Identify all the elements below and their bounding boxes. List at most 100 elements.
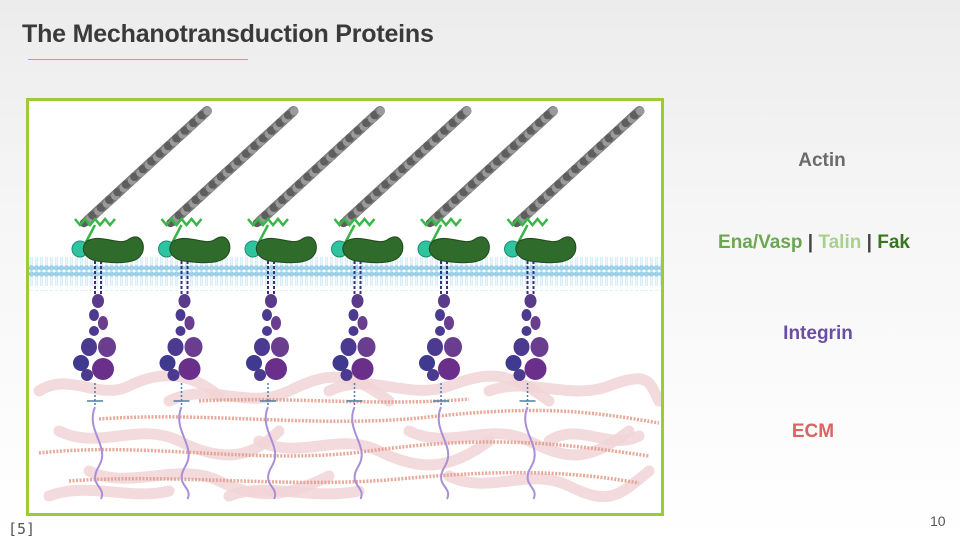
integrin-beta-head bbox=[271, 337, 289, 357]
actin-subunit bbox=[596, 141, 605, 151]
actin-subunit bbox=[130, 172, 139, 181]
integrin-beta-head bbox=[98, 337, 116, 357]
integrin-domain bbox=[81, 369, 93, 381]
actin-subunit bbox=[345, 134, 354, 143]
actin-subunit bbox=[431, 134, 441, 143]
actin-subunit bbox=[549, 107, 558, 116]
title-underline bbox=[28, 59, 248, 60]
actin-subunit bbox=[183, 203, 192, 212]
integrin-alpha-head bbox=[340, 338, 357, 356]
ecm-fiber bbox=[38, 440, 650, 458]
integrin-domain bbox=[513, 369, 526, 381]
complex-layer bbox=[71, 106, 645, 500]
actin-subunit bbox=[347, 211, 357, 220]
actin-subunit bbox=[289, 107, 299, 116]
actin-subunit bbox=[554, 180, 563, 189]
actin-subunit bbox=[635, 107, 645, 116]
integrin-domain bbox=[89, 309, 99, 321]
integrin-domain bbox=[340, 369, 353, 381]
fibronectin-strand bbox=[178, 406, 190, 500]
actin-subunit bbox=[579, 157, 588, 166]
integrin-domain bbox=[438, 294, 450, 308]
actin-subunit bbox=[535, 118, 544, 128]
actin-subunit bbox=[356, 203, 365, 212]
actin-subunit bbox=[189, 118, 198, 128]
actin-subunit bbox=[389, 172, 399, 181]
talin-protein bbox=[160, 217, 203, 227]
actin-subunit bbox=[180, 126, 189, 135]
actin-subunit bbox=[216, 172, 226, 181]
integrin-domain bbox=[348, 309, 359, 321]
actin-subunit bbox=[283, 111, 293, 120]
actin-subunit bbox=[398, 164, 407, 174]
actin-subunit bbox=[562, 172, 572, 181]
citation: [5] bbox=[8, 520, 36, 538]
actin-subunit bbox=[88, 211, 97, 220]
integrin-beta-head bbox=[184, 337, 203, 357]
actin-subunit bbox=[320, 157, 329, 166]
integrin-beta-head bbox=[178, 358, 201, 380]
actin-subunit bbox=[275, 118, 284, 128]
integrin-beta-head bbox=[351, 358, 374, 380]
integrin-domain bbox=[175, 309, 186, 321]
actin-subunit bbox=[336, 141, 346, 151]
integrin-domain bbox=[265, 294, 277, 308]
integrin-alpha-head bbox=[159, 355, 176, 371]
actin-subunit bbox=[208, 180, 217, 189]
integrin-beta-head bbox=[524, 358, 547, 380]
actin-subunit bbox=[613, 126, 622, 135]
adhesion-complex bbox=[417, 106, 558, 500]
actin-subunit bbox=[155, 149, 164, 158]
actin-subunit bbox=[311, 164, 320, 174]
actin-subunit bbox=[294, 180, 304, 189]
integrin-domain bbox=[262, 326, 272, 336]
actin-subunit bbox=[442, 203, 451, 212]
integrin-alpha-head bbox=[419, 355, 435, 371]
fak-protein bbox=[428, 236, 490, 264]
integrin-beta-head bbox=[444, 337, 462, 357]
integrin-domain bbox=[92, 294, 104, 308]
fibronectin-strand bbox=[264, 406, 277, 500]
actin-subunit bbox=[105, 195, 114, 205]
actin-subunit bbox=[191, 195, 200, 205]
talin-protein bbox=[247, 217, 289, 227]
actin-subunit bbox=[529, 203, 538, 212]
fak-protein bbox=[515, 236, 577, 264]
ecm-coil bbox=[43, 484, 175, 502]
actin-subunit bbox=[414, 149, 424, 158]
legend-talin: Talin bbox=[818, 232, 862, 253]
actin-subunit bbox=[459, 188, 468, 197]
mechanotransduction-figure bbox=[26, 98, 664, 516]
fak-protein bbox=[82, 236, 144, 264]
integrin-domain bbox=[254, 369, 266, 381]
fibronectin-strand bbox=[91, 406, 104, 500]
legend-separator: | bbox=[807, 232, 814, 253]
adhesion-complex bbox=[244, 106, 385, 500]
adhesion-complex bbox=[504, 106, 645, 500]
actin-subunit bbox=[484, 164, 493, 174]
actin-subunit bbox=[303, 172, 312, 181]
legend-ena-vasp: Ena/Vasp bbox=[718, 232, 803, 253]
actin-subunit bbox=[372, 188, 382, 197]
actin-subunit bbox=[526, 126, 535, 135]
ecm-coil bbox=[53, 425, 285, 461]
fibronectin-strand bbox=[524, 406, 536, 500]
ecm-fiber bbox=[98, 408, 660, 425]
integrin-domain bbox=[530, 316, 541, 330]
ecm-coil bbox=[483, 373, 661, 407]
actin-subunit bbox=[286, 188, 295, 197]
adhesion-complex bbox=[158, 106, 299, 500]
actin-subunit bbox=[364, 195, 373, 205]
integrin-domain bbox=[521, 309, 532, 321]
actin-subunit bbox=[225, 164, 234, 174]
actin-subunit bbox=[467, 180, 477, 189]
actin-subunit bbox=[456, 111, 466, 120]
integrin-domain bbox=[262, 309, 272, 321]
actin-subunit bbox=[370, 111, 379, 120]
integrin-domain bbox=[435, 309, 445, 321]
actin-subunit bbox=[434, 211, 443, 220]
actin-subunit bbox=[113, 188, 122, 197]
actin-subunit bbox=[543, 111, 552, 120]
integrin-domain bbox=[175, 326, 186, 336]
integrin-domain bbox=[178, 294, 191, 308]
